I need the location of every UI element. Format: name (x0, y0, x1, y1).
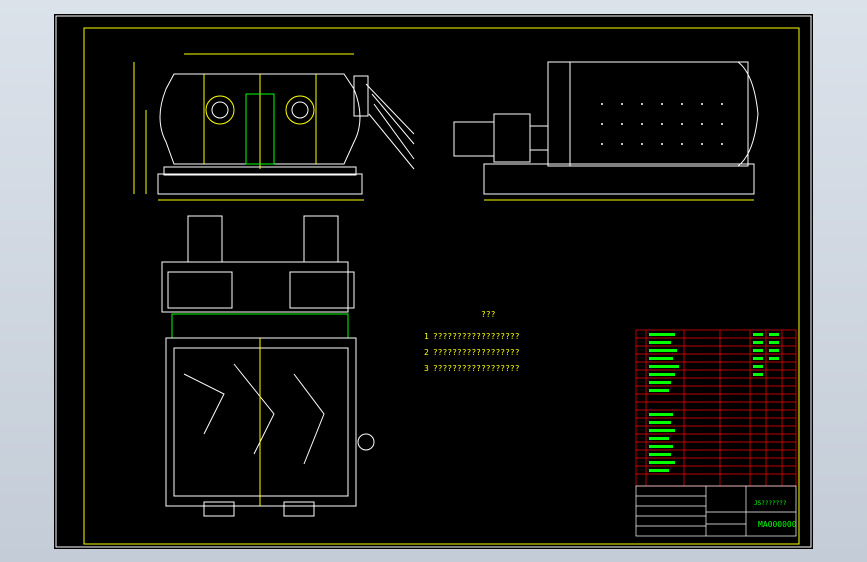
parts-table (635, 329, 797, 487)
title-block (635, 485, 797, 537)
side-view (453, 61, 759, 201)
note-item: 2?????????????????? (424, 348, 520, 357)
note-number: 3 (424, 364, 429, 373)
front-view (133, 53, 415, 201)
note-text: ?????????????????? (432, 348, 520, 357)
note-number: 1 (424, 332, 429, 341)
title-block-name: JS??????? (754, 500, 787, 507)
note-item: 1?????????????????? (424, 332, 520, 341)
note-item: 3?????????????????? (424, 364, 520, 373)
note-text: ?????????????????? (432, 332, 520, 341)
note-number: 2 (424, 348, 429, 357)
cad-drawing (55, 15, 812, 548)
inner-border (83, 27, 800, 545)
note-text: ?????????????????? (432, 364, 520, 373)
outer-border (55, 15, 812, 548)
top-view (161, 215, 375, 517)
notes-title: ??? (481, 310, 496, 319)
drawing-canvas[interactable]: ??? 1?????????????????? 2???????????????… (54, 14, 813, 549)
drawing-number: MA000000 (758, 520, 797, 529)
